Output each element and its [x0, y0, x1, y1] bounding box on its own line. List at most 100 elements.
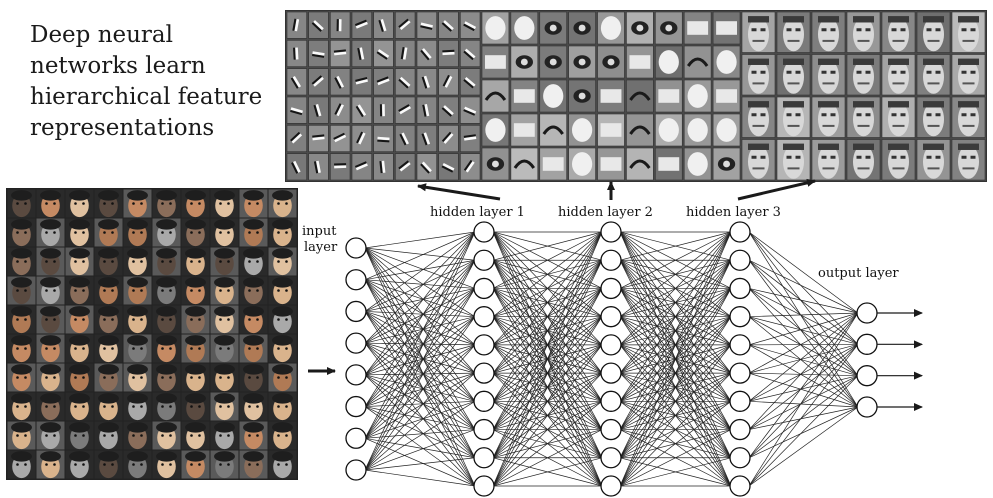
connection-line [364, 401, 476, 439]
network-connections [364, 231, 859, 487]
feature-panel-face-part-filters [481, 11, 741, 181]
hidden3-node [729, 249, 751, 271]
hidden3-node [729, 334, 751, 356]
face-thumbnail [65, 218, 94, 247]
hidden1-node [473, 249, 495, 271]
connection-line [492, 372, 603, 487]
connection-line [748, 316, 859, 376]
connection-line [492, 231, 603, 289]
face-thumbnail [181, 392, 210, 421]
face-thumbnail [123, 363, 152, 392]
input-node [345, 269, 367, 291]
connection-line [748, 231, 859, 314]
output-arrows [877, 309, 923, 411]
connection-line [364, 311, 476, 318]
connection-line [619, 344, 732, 487]
connection-line [364, 316, 476, 407]
hidden2-node [600, 221, 622, 243]
connection-line [492, 260, 603, 487]
connection-line [364, 279, 476, 402]
feature-tile [510, 147, 539, 181]
face-thumbnail [152, 334, 181, 363]
connection-line [364, 260, 476, 407]
connection-line [748, 344, 859, 430]
connection-line [364, 374, 476, 487]
connection-line [364, 342, 476, 346]
face-thumbnail [268, 334, 297, 363]
hidden2-node [600, 277, 622, 300]
connection-line [492, 231, 603, 261]
connection-line [748, 344, 859, 408]
connection-line [748, 312, 859, 318]
face-thumbnail [65, 247, 94, 276]
face-thumbnail [268, 421, 297, 450]
connection-line [748, 288, 859, 314]
connection-line [364, 279, 476, 289]
connection-line [748, 375, 859, 402]
face-thumbnail [181, 276, 210, 305]
face-thumbnail [94, 334, 123, 363]
connection-line [364, 406, 476, 487]
connection-line [364, 247, 476, 346]
face-thumbnail [181, 189, 210, 218]
connection-line [748, 406, 859, 487]
input-node [345, 237, 367, 259]
connection-line [364, 342, 476, 487]
face-thumbnail [268, 305, 297, 334]
connection-line [364, 316, 476, 439]
title-line: hierarchical feature [30, 84, 263, 110]
title-line: representations [30, 115, 215, 141]
connection-line [364, 279, 476, 317]
connection-line [748, 288, 859, 408]
connection-line [619, 231, 732, 430]
connection-line [364, 247, 476, 402]
connection-line [748, 288, 859, 345]
connection-line [364, 372, 476, 376]
connection-line [748, 372, 859, 408]
face-thumbnail [7, 189, 36, 218]
connection-line [364, 374, 476, 459]
hidden1-node [473, 306, 495, 328]
hidden3-node [729, 277, 751, 300]
face-thumbnail [65, 276, 94, 305]
connection-line [748, 231, 859, 345]
connection-line [619, 231, 732, 402]
connection-line [364, 400, 476, 407]
connection-line [619, 231, 732, 289]
face-thumbnail [7, 392, 36, 421]
connection-line [364, 342, 476, 430]
connection-line [748, 406, 859, 459]
connection-line [619, 231, 732, 458]
face-thumbnail [181, 305, 210, 334]
face-thumbnail [239, 450, 268, 479]
face-thumbnail [94, 392, 123, 421]
feature-tile [481, 79, 510, 113]
face-thumbnail [36, 363, 65, 392]
connection-line [364, 259, 476, 376]
connection-line [619, 231, 732, 317]
face-thumbnail [36, 247, 65, 276]
face-thumbnail [239, 189, 268, 218]
face-thumbnail [94, 247, 123, 276]
hidden1-node [473, 390, 495, 412]
connection-line [619, 231, 732, 346]
connection-line [748, 231, 859, 376]
connection-line [748, 343, 859, 374]
connection-line [748, 344, 859, 377]
connection-line [364, 279, 476, 374]
hidden1-node [473, 221, 495, 243]
face-thumbnail [152, 421, 181, 450]
feature-tile [626, 147, 654, 181]
face-thumbnail [210, 450, 239, 479]
face-thumbnail [268, 450, 297, 479]
output-node [856, 396, 878, 418]
hidden2-node [600, 249, 622, 271]
hidden1-node [473, 418, 495, 441]
connection-line [748, 312, 859, 458]
connection-line [748, 259, 859, 376]
connection-line [492, 231, 603, 346]
hidden3-node [729, 475, 751, 497]
face-thumbnail [181, 363, 210, 392]
connection-line [364, 279, 476, 458]
